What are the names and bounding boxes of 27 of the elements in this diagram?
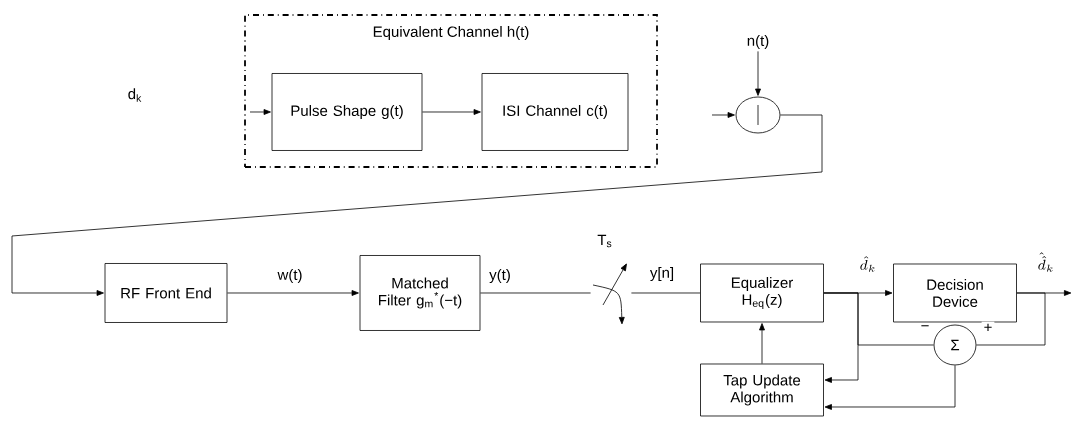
signal-label: n(t): [747, 35, 769, 49]
edge-label: $\hat{\hat{d}}_k$: [1035, 250, 1057, 274]
edge-label: $\hat{d}_k$: [857, 254, 879, 274]
arrow: [755, 51, 761, 96]
arrow: [759, 323, 765, 364]
summing-junction: [735, 96, 781, 134]
process-box: ISI Channel c(t): [481, 73, 629, 151]
process-box: Equalizer H$_{eq}$(z): [700, 263, 824, 323]
edge-label: −: [918, 323, 932, 333]
process-box: RF Front End: [104, 263, 228, 323]
arrow: [422, 109, 481, 115]
arrow: [249, 109, 271, 115]
process-box: Matched Filter g$_{m}$$^{*}$(−t): [359, 255, 481, 331]
symbol-label: d$_{k}$: [128, 88, 142, 102]
process-box: Pulse Shape g(t): [271, 73, 423, 151]
arrow: [823, 292, 859, 383]
arrow: [711, 112, 735, 118]
edge-label: w(t): [275, 267, 305, 285]
sampler-switch-drawing: [592, 263, 627, 325]
sampling-period-label: T$_{s}$: [597, 234, 612, 248]
process-box: Tap Update Algorithm: [700, 363, 824, 417]
edge-label: y[n]: [647, 265, 677, 283]
arrow: [227, 290, 359, 296]
arrow: [824, 365, 956, 410]
edge-label: y(t): [487, 267, 513, 285]
process-box: Decision Device: [893, 263, 1017, 323]
arrow: [11, 114, 823, 296]
